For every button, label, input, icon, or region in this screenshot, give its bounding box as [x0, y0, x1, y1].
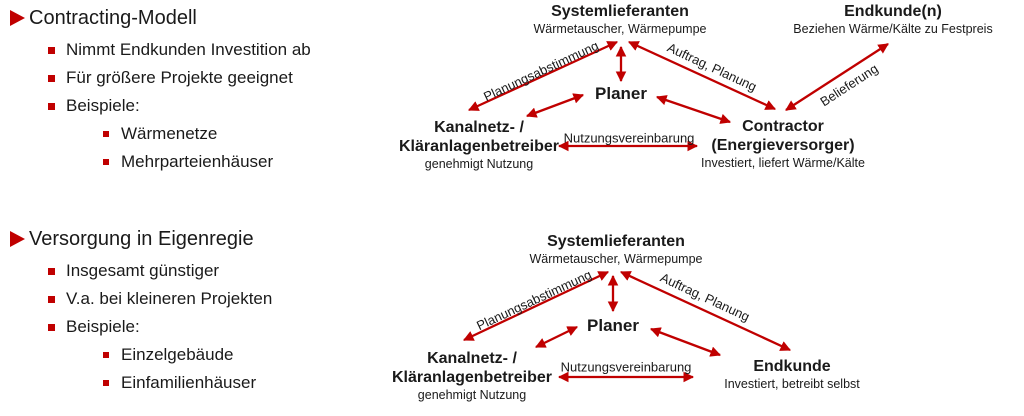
arrow-planungsabstimmung-top	[468, 40, 618, 112]
bullet-text: Wärmenetze	[121, 124, 218, 143]
arrow-network-planner-bottom	[535, 325, 578, 349]
bullet-item: Nimmt Endkunden Investition ab	[10, 36, 405, 64]
node-planer-bottom: Planer	[587, 316, 639, 335]
bullet-item: Insgesamt günstiger	[10, 257, 405, 285]
bullet-text: Einzelgebäude	[121, 345, 234, 364]
node-label: Endkunde	[753, 358, 831, 375]
node-label: Kanalnetz- /	[434, 119, 524, 136]
bullet-sub-item: Einfamilienhäuser	[10, 369, 405, 397]
arrow-network-planner-top	[526, 93, 584, 118]
bullet-sub-item: Mehrparteienhäuser	[10, 148, 405, 176]
arrow-planungsabstimmung-bottom	[463, 270, 609, 342]
node-subtitle: genehmigt Nutzung	[424, 157, 534, 171]
section-title: Contracting-Modell	[29, 7, 197, 29]
bullet-text: Mehrparteienhäuser	[121, 152, 274, 171]
node-subtitle: Beziehen Wärme/Kälte zu Festpreis	[793, 22, 993, 36]
bullet-square-icon	[48, 102, 55, 110]
node-label: Planer	[587, 316, 639, 335]
node-subtitle: genehmigt Nutzung	[417, 388, 527, 402]
arrow-auftrag-planung-bottom	[620, 270, 791, 352]
section-contracting-modell: Contracting-Modell Nimmt Endkunden Inves…	[10, 6, 405, 176]
bullet-square-icon	[103, 131, 109, 137]
node-label: Systemlieferanten	[551, 3, 689, 20]
bullet-square-icon	[103, 380, 109, 386]
section-versorgung-eigenregie: Versorgung in Eigenregie Insgesamt günst…	[10, 227, 405, 397]
triangle-bullet-icon	[10, 231, 25, 247]
node-subtitle: Investiert, betreibt selbst	[724, 377, 860, 391]
node-label: Systemlieferanten	[547, 233, 685, 250]
node-kanalnetz-bottom: Kanalnetz- / Kläranlagenbetreiber genehm…	[392, 349, 552, 402]
bullet-item: V.a. bei kleineren Projekten	[10, 285, 405, 313]
arrow-planner-endkunde-bottom	[650, 327, 721, 357]
bullet-square-icon	[48, 74, 55, 82]
node-subtitle: Wärmetauscher, Wärmepumpe	[529, 252, 703, 266]
bullet-sub-item: Wärmenetze	[10, 120, 405, 148]
bullet-square-icon	[48, 295, 55, 303]
node-planer-top: Planer	[595, 84, 647, 103]
triangle-bullet-icon	[10, 10, 25, 26]
arrow-planner-contractor-top	[655, 95, 732, 124]
bullet-text: Beispiele:	[66, 317, 140, 336]
node-label-line2: Kläranlagenbetreiber	[398, 138, 560, 155]
node-label: Kanalnetz- /	[427, 350, 517, 367]
section-title: Versorgung in Eigenregie	[29, 228, 254, 250]
bullet-item: Beispiele:	[10, 92, 405, 120]
edge-label-nutzungsvereinbarung-bottom: Nutzungsvereinbarung	[560, 359, 692, 375]
edge-label-nutzungsvereinbarung-top: Nutzungsvereinbarung	[563, 130, 695, 146]
node-systemlieferanten-top: Systemlieferanten Wärmetauscher, Wärmepu…	[534, 2, 707, 36]
node-label: Endkunde(n)	[844, 3, 942, 20]
node-endkunde-top: Endkunde(n) Beziehen Wärme/Kälte zu Fest…	[793, 2, 992, 36]
node-subtitle: Investiert, liefert Wärme/Kälte	[701, 156, 865, 170]
bullet-square-icon	[103, 352, 109, 358]
section-title-row: Versorgung in Eigenregie	[10, 227, 405, 251]
bullet-text: Insgesamt günstiger	[66, 261, 220, 280]
node-label-line2: Kläranlagenbetreiber	[391, 369, 553, 386]
node-label: Contractor	[742, 118, 824, 135]
arrow-auftrag-planung-top	[628, 40, 776, 111]
bullet-text: Für größere Projekte geeignet	[66, 68, 293, 87]
bullet-text: V.a. bei kleineren Projekten	[66, 289, 273, 308]
node-label: Planer	[595, 84, 647, 103]
node-endkunde-bottom: Endkunde Investiert, betreibt selbst	[724, 357, 859, 391]
section-title-row: Contracting-Modell	[10, 6, 405, 30]
bullet-text: Nimmt Endkunden Investition ab	[66, 40, 311, 59]
node-contractor-top: Contractor (Energieversorger) Investiert…	[701, 117, 865, 170]
bullet-square-icon	[103, 159, 109, 165]
bullet-sub-item: Einzelgebäude	[10, 341, 405, 369]
node-systemlieferanten-bottom: Systemlieferanten Wärmetauscher, Wärmepu…	[530, 232, 703, 266]
bullet-square-icon	[48, 267, 55, 275]
bullet-square-icon	[48, 323, 55, 331]
bullet-square-icon	[48, 46, 55, 54]
node-kanalnetz-top: Kanalnetz- / Kläranlagenbetreiber genehm…	[399, 118, 559, 171]
node-subtitle: Wärmetauscher, Wärmepumpe	[533, 22, 707, 36]
bullet-text: Beispiele:	[66, 96, 140, 115]
arrow-belieferung-top	[785, 43, 889, 111]
bullet-item: Beispiele:	[10, 313, 405, 341]
bullet-text: Einfamilienhäuser	[121, 373, 257, 392]
node-label-line2: (Energieversorger)	[711, 137, 855, 154]
bullet-item: Für größere Projekte geeignet	[10, 64, 405, 92]
